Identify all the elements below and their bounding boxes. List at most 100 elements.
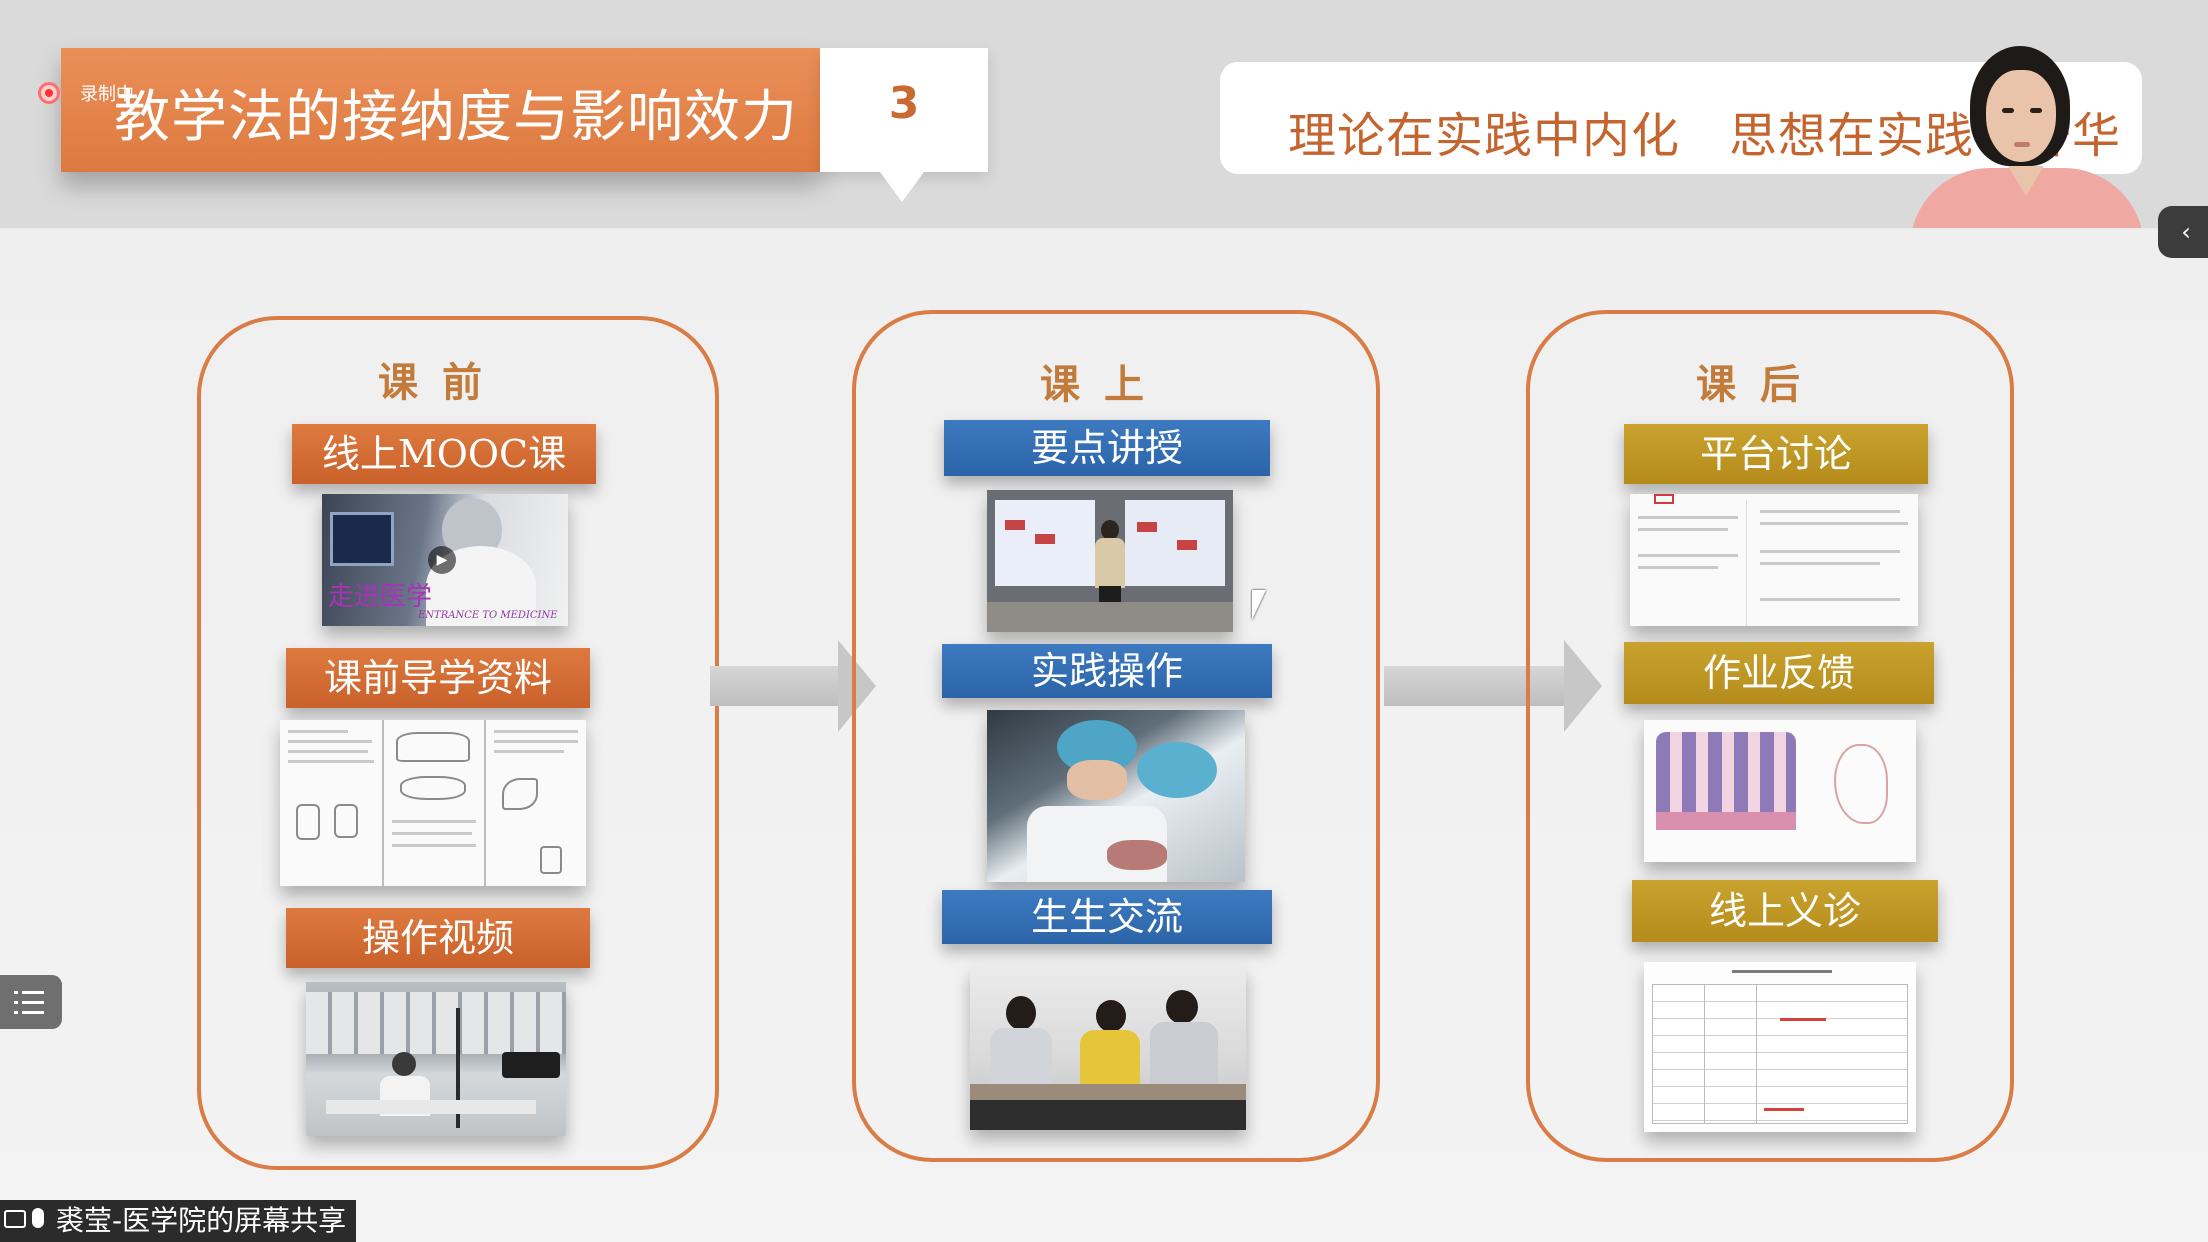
list-icon-line-3 — [22, 1011, 44, 1014]
screen-share-label: 裘莹-医学院的屏幕共享 — [56, 1204, 347, 1237]
diagram-sketch — [400, 776, 466, 800]
recording-label: 录制中 — [80, 84, 134, 105]
recording-icon[interactable] — [38, 82, 60, 104]
column-in-class — [852, 310, 1380, 1162]
flow-arrow-1 — [710, 640, 876, 732]
pane-divider — [1746, 500, 1747, 626]
student-head — [1166, 990, 1198, 1024]
table-column-rule — [1704, 984, 1705, 1124]
schedule-table — [1652, 984, 1908, 1124]
label-platform-discussion: 平台讨论 — [1624, 424, 1928, 484]
diagram-sketch — [540, 846, 562, 874]
student-body-yellow — [1080, 1030, 1140, 1086]
text-line — [1760, 562, 1880, 565]
label-operation-video: 操作视频 — [286, 908, 590, 968]
operation-video-thumbnail[interactable] — [306, 982, 566, 1136]
surgical-cap — [1137, 742, 1217, 798]
slide-list-button[interactable] — [0, 975, 62, 1029]
text-line — [392, 844, 476, 847]
student-body — [990, 1028, 1052, 1088]
bench — [326, 1100, 536, 1114]
microphone-icon[interactable] — [32, 1208, 44, 1228]
teacher-head — [1101, 520, 1119, 540]
lecture-thumbnail[interactable] — [987, 490, 1233, 632]
diagram-sketch — [296, 804, 320, 840]
label-peer-exchange: 生生交流 — [942, 890, 1272, 944]
diagram-sketch — [334, 804, 358, 838]
mooc-caption: 走进医学 — [328, 582, 433, 612]
presenter-mouth — [2014, 142, 2030, 147]
floor — [987, 602, 1233, 632]
slide-mark — [1137, 522, 1157, 532]
column-after-class — [1526, 310, 2014, 1162]
label-preclass-guide: 课前导学资料 — [286, 648, 590, 708]
text-line — [494, 730, 578, 733]
list-icon-dot-1 — [14, 991, 18, 994]
list-icon-line-2 — [22, 1001, 44, 1004]
text-line — [288, 750, 368, 753]
slide-title: 教学法的接纳度与影响效力 — [114, 85, 798, 150]
presenter-webcam[interactable] — [1910, 40, 2144, 228]
discussion-thumbnail[interactable] — [1630, 494, 1918, 626]
highlighted-text — [1780, 1018, 1826, 1021]
text-line — [288, 730, 348, 733]
embryo-drawing — [1834, 744, 1888, 824]
desk — [970, 1084, 1246, 1100]
presenter-eye-right — [2030, 108, 2042, 113]
text-line — [1760, 598, 1900, 601]
screen-share-bar[interactable]: 裘莹-医学院的屏幕共享 — [0, 1200, 356, 1242]
label-key-points: 要点讲授 — [944, 420, 1270, 476]
student-face — [1067, 760, 1127, 800]
presenter-face — [1986, 70, 2056, 162]
list-icon-line-1 — [22, 991, 44, 994]
text-line — [288, 740, 372, 743]
guide-document-thumbnail[interactable] — [280, 720, 586, 886]
slide-mark — [1005, 520, 1025, 530]
column-heading-after: 课后 — [1696, 362, 1824, 408]
monitor-shape — [330, 512, 394, 566]
list-icon-dot-2 — [14, 1001, 18, 1004]
practice-thumbnail[interactable] — [987, 710, 1245, 882]
slide-number-box: 3 — [820, 48, 988, 202]
operator-head — [392, 1052, 416, 1076]
label-homework-feedback: 作业反馈 — [1624, 642, 1934, 704]
text-line — [1760, 550, 1900, 553]
table-column-rule — [1756, 984, 1757, 1124]
tab-highlight — [1654, 494, 1674, 504]
document-title-line — [1732, 970, 1832, 973]
label-practice: 实践操作 — [942, 644, 1272, 698]
presenter-eye-left — [2002, 108, 2014, 113]
tripod — [456, 1008, 460, 1128]
text-line — [494, 740, 578, 743]
online-clinic-thumbnail[interactable] — [1644, 962, 1916, 1132]
slide-mark — [1177, 540, 1197, 550]
column-heading-in: 课上 — [1040, 362, 1168, 408]
student-body — [1150, 1022, 1218, 1086]
play-icon[interactable]: ▶ — [428, 546, 456, 574]
specimen-shelf — [306, 992, 566, 1054]
mouse-cursor — [1252, 590, 1266, 620]
text-line — [1638, 566, 1718, 569]
peer-exchange-thumbnail[interactable] — [970, 966, 1246, 1130]
chevron-left-icon: ‹ — [2181, 218, 2191, 246]
whiteboard-right — [1125, 500, 1225, 586]
mooc-subcaption: ENTRANCE TO MEDICINE — [418, 610, 558, 621]
collapse-panel-button[interactable]: ‹ — [2158, 206, 2208, 258]
student-head — [1096, 1000, 1126, 1032]
list-icon-dot-3 — [14, 1011, 18, 1014]
homework-thumbnail[interactable] — [1644, 720, 1916, 862]
title-banner — [61, 48, 821, 172]
text-line — [1760, 522, 1908, 525]
flow-arrow-2 — [1384, 640, 1602, 732]
camera-shape — [502, 1052, 560, 1078]
page-divider — [382, 720, 384, 886]
mooc-thumbnail[interactable]: ▶ 走进医学 ENTRANCE TO MEDICINE — [322, 494, 568, 626]
slide-mark — [1035, 534, 1055, 544]
column-before-class — [197, 316, 719, 1170]
text-line — [1638, 554, 1738, 557]
desk-shadow — [970, 1100, 1246, 1130]
diagram-sketch — [502, 778, 538, 810]
label-online-clinic: 线上义诊 — [1632, 880, 1938, 942]
page-divider — [484, 720, 486, 886]
